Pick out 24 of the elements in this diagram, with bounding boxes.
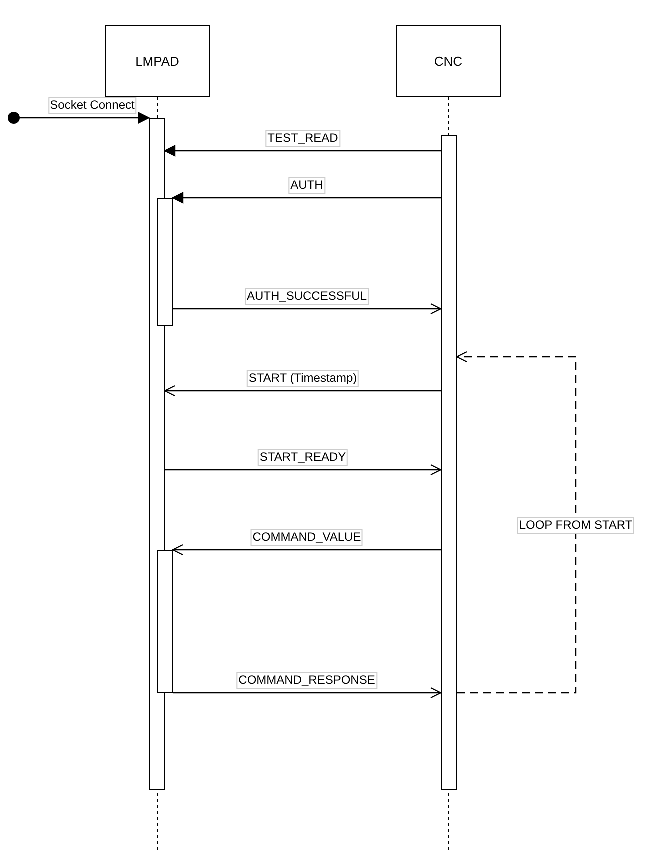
edge-label: AUTH_SUCCESSFUL (244, 288, 370, 305)
message-arrow (172, 544, 441, 556)
edge-label: START_READY (258, 449, 348, 466)
message-arrow (164, 385, 441, 397)
activation-bar (157, 198, 173, 326)
activation-bar (441, 135, 457, 790)
edge-label: COMMAND_RESPONSE (236, 672, 378, 689)
message-arrow (173, 303, 442, 315)
participant-box: LMPAD (105, 25, 210, 97)
message-arrow (164, 145, 441, 157)
edge-label: TEST_READ (266, 130, 340, 147)
message-arrow (172, 192, 441, 204)
message-arrow (173, 687, 442, 699)
loop-arrow (456, 351, 577, 694)
edge-label: COMMAND_VALUE (250, 529, 364, 546)
participant-box: CNC (396, 25, 501, 97)
start-dot (8, 112, 20, 124)
message-arrow (20, 112, 150, 124)
edge-label: AUTH (288, 177, 326, 194)
edge-label: Socket Connect (48, 97, 137, 114)
edge-label: START (Timestamp) (246, 370, 360, 387)
message-arrow (165, 464, 442, 476)
edge-label: LOOP FROM START (517, 517, 635, 534)
activation-bar (157, 550, 173, 693)
